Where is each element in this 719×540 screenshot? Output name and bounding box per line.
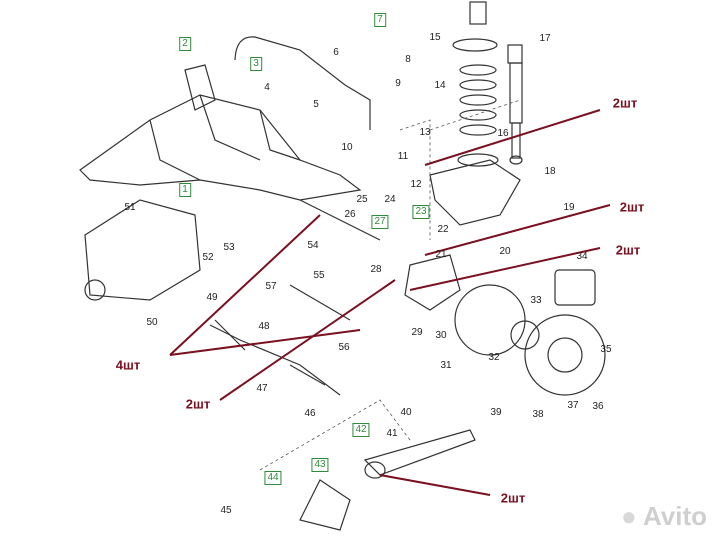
part-label-41: 41 (386, 428, 398, 439)
part-label-55: 55 (313, 270, 325, 281)
part-label-7: 7 (374, 13, 386, 27)
part-label-49: 49 (206, 292, 218, 303)
coil-spring (452, 1, 499, 167)
part-label-29: 29 (411, 327, 423, 338)
part-label-13: 13 (419, 127, 431, 138)
part-label-22: 22 (437, 224, 449, 235)
part-label-9: 9 (395, 78, 401, 89)
part-label-32: 32 (488, 352, 500, 363)
part-label-4: 4 (264, 82, 270, 93)
part-label-5: 5 (313, 99, 319, 110)
qty-label-1: 2шт (612, 95, 638, 111)
stabilizer-bar (234, 36, 371, 130)
differential (84, 199, 201, 301)
part-label-1: 1 (179, 183, 191, 197)
part-label-33: 33 (530, 295, 542, 306)
part-label-28: 28 (370, 264, 382, 275)
part-label-2: 2 (179, 37, 191, 51)
part-label-6: 6 (333, 47, 339, 58)
part-label-34: 34 (576, 251, 588, 262)
part-label-56: 56 (338, 342, 350, 353)
part-label-31: 31 (440, 360, 452, 371)
watermark: ● Avito (621, 501, 707, 532)
quantity-leaders (169, 109, 611, 496)
part-label-38: 38 (532, 409, 544, 420)
part-label-16: 16 (497, 128, 509, 139)
qty-label-4: 4шт (115, 357, 141, 373)
trailing-arm (363, 429, 476, 476)
part-label-21: 21 (435, 249, 447, 260)
brake-caliper (554, 269, 596, 306)
part-label-51: 51 (124, 202, 136, 213)
part-label-12: 12 (410, 179, 422, 190)
watermark-text: Avito (642, 501, 707, 531)
part-label-35: 35 (600, 344, 612, 355)
part-label-18: 18 (544, 166, 556, 177)
part-label-37: 37 (567, 400, 579, 411)
part-label-53: 53 (223, 242, 235, 253)
qty-label-2: 2шт (619, 199, 645, 215)
part-label-40: 40 (400, 407, 412, 418)
part-label-25: 25 (356, 194, 368, 205)
dust-shield (454, 284, 526, 356)
part-label-11: 11 (397, 151, 409, 162)
part-label-30: 30 (435, 330, 447, 341)
part-label-57: 57 (265, 281, 277, 292)
part-label-3: 3 (250, 57, 262, 71)
part-label-19: 19 (563, 202, 575, 213)
part-label-50: 50 (146, 317, 158, 328)
part-label-36: 36 (592, 401, 604, 412)
drive-shaft (209, 324, 341, 396)
part-label-43: 43 (311, 458, 329, 472)
part-label-54: 54 (307, 240, 319, 251)
part-label-44: 44 (264, 471, 282, 485)
part-label-20: 20 (499, 246, 511, 257)
qty-label-6: 2шт (500, 490, 526, 506)
part-label-15: 15 (429, 32, 441, 43)
part-label-24: 24 (384, 194, 396, 205)
brake-disc (524, 314, 606, 396)
part-label-23: 23 (412, 205, 430, 219)
shock-absorber (507, 44, 523, 165)
part-label-45: 45 (220, 505, 232, 516)
qty-label-3: 2шт (615, 242, 641, 258)
watermark-icon: ● (620, 501, 637, 531)
upper-control-arm (429, 159, 521, 226)
part-label-52: 52 (202, 252, 214, 263)
lower-link (289, 284, 351, 321)
part-label-46: 46 (304, 408, 316, 419)
part-label-47: 47 (256, 383, 268, 394)
bracket (299, 479, 351, 531)
part-label-10: 10 (341, 142, 353, 153)
subframe-outline (79, 94, 362, 201)
qty-label-5: 2шт (185, 396, 211, 412)
part-label-26: 26 (344, 209, 356, 220)
part-label-27: 27 (371, 215, 389, 229)
part-label-48: 48 (258, 321, 270, 332)
part-label-42: 42 (352, 423, 370, 437)
part-label-17: 17 (539, 33, 551, 44)
part-label-8: 8 (405, 54, 411, 65)
part-label-39: 39 (490, 407, 502, 418)
part-label-14: 14 (434, 80, 446, 91)
knuckle (404, 254, 461, 311)
trailing-link (299, 199, 381, 241)
